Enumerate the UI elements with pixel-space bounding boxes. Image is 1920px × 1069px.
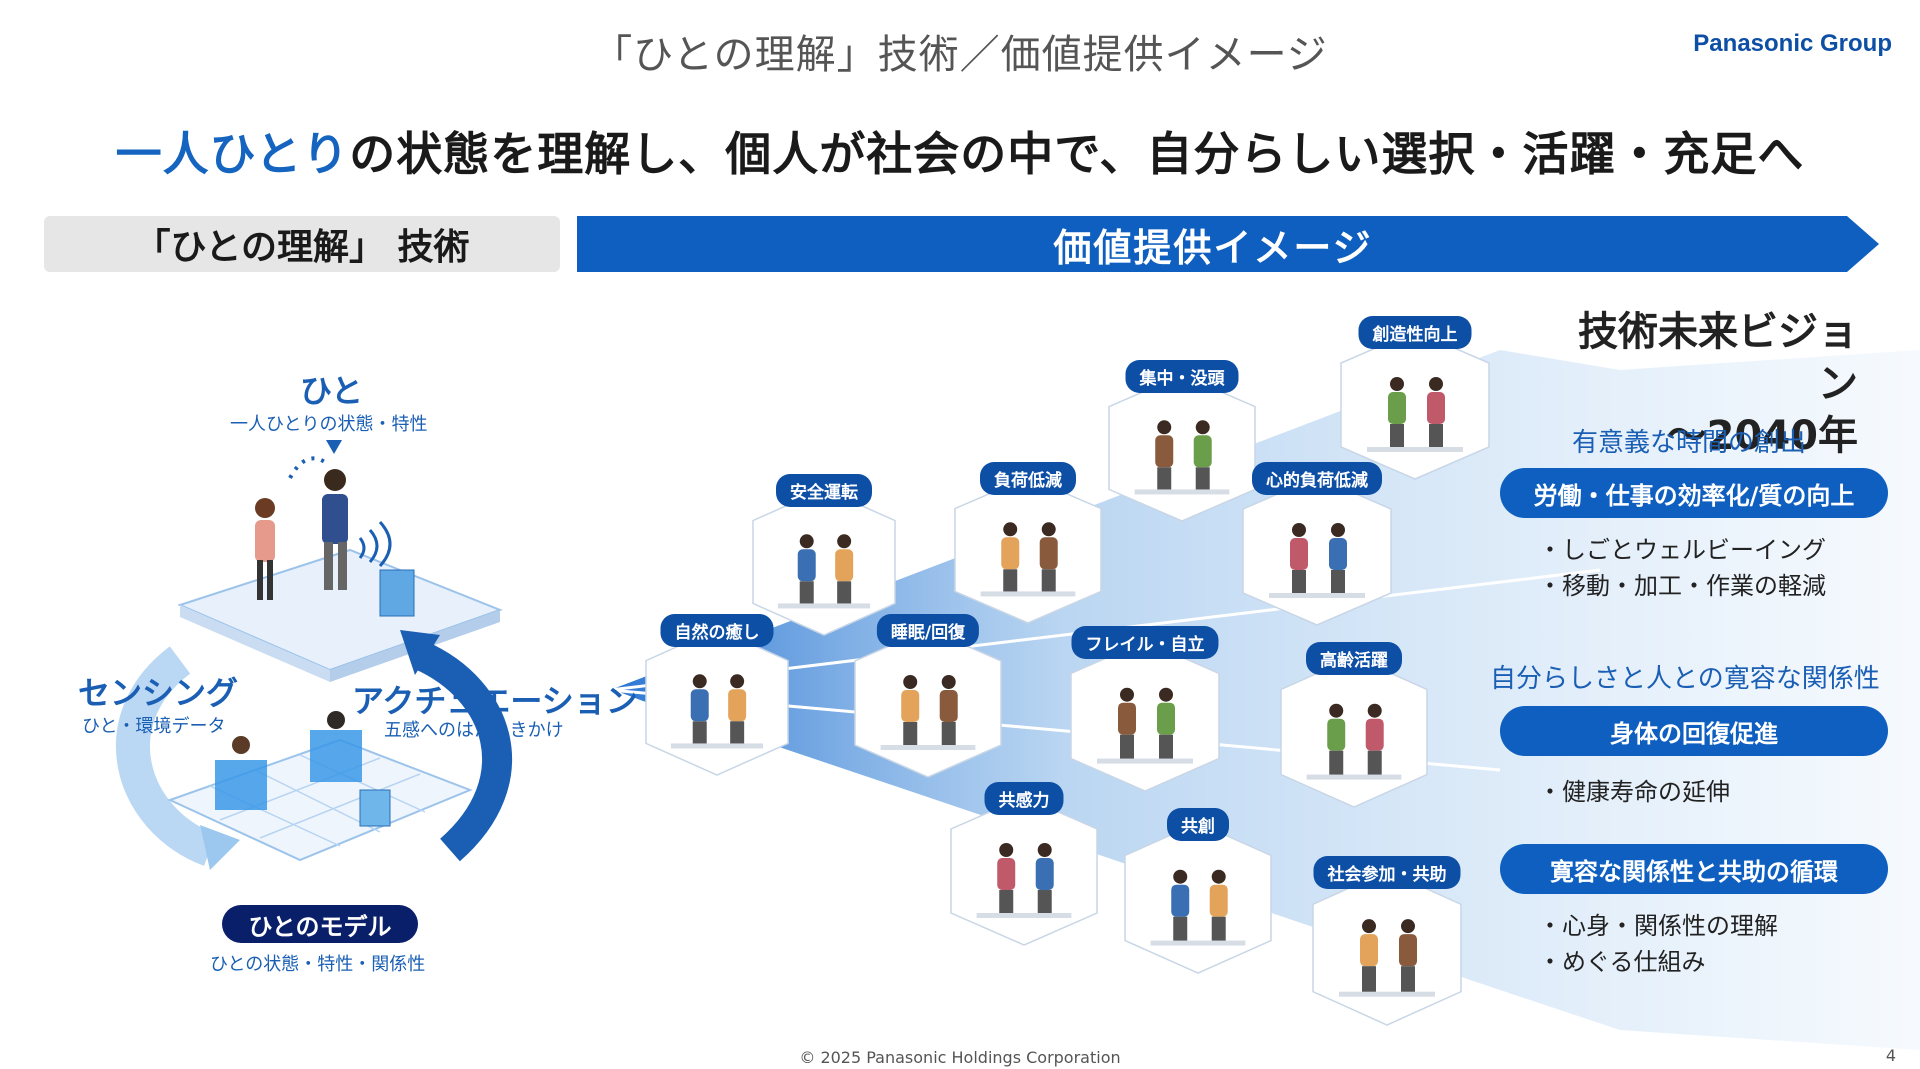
scene-card: 共創	[1124, 808, 1272, 974]
plants-music-icon	[645, 628, 789, 776]
sensing-subtitle: ひと・環境データ	[82, 716, 226, 737]
category-tolerant-relations: 自分らしさと人との寛容な関係性	[1490, 664, 1880, 694]
scene-card: 集中・没頭	[1108, 360, 1256, 522]
value-banner: 価値提供イメージ	[577, 216, 1879, 272]
scene-label: 共創	[1167, 808, 1229, 841]
scene-card: 高齢活躍	[1280, 642, 1428, 808]
vision-title-line2: ～2040年	[1666, 413, 1858, 459]
category-meaningful-time: 有意義な時間の創出	[1572, 428, 1807, 458]
scene-card: 負荷低減	[954, 462, 1102, 624]
hito-title: ひと	[300, 372, 364, 410]
page-number: 4	[1885, 1046, 1896, 1065]
desk-worker-icon	[1108, 374, 1256, 522]
scene-label: 安全運転	[776, 474, 872, 507]
scene-card: 共感力	[950, 782, 1098, 946]
arrow-banner-shape	[577, 216, 1879, 272]
walker-elderly-icon	[1070, 640, 1220, 792]
tech-banner: 「ひとの理解」 技術	[44, 216, 560, 272]
scene-card: 創造性向上	[1340, 316, 1490, 480]
model-person-a-icon	[215, 760, 267, 810]
scene-label: 社会参加・共助	[1313, 856, 1461, 889]
scene-card: 睡眠/回復	[854, 614, 1002, 778]
bullet-healthy-life: ・健康寿命の延伸	[1538, 778, 1730, 806]
scene-label: 創造性向上	[1358, 316, 1472, 349]
family-robot-icon	[950, 796, 1098, 946]
person-woman-icon	[255, 498, 275, 600]
hito-subtitle: 一人ひとりの状態・特性	[230, 414, 428, 435]
pill-mutual-aid: 寛容な関係性と共助の循環	[1500, 844, 1888, 894]
vision-title: 技術未来ビジョン ～2040年	[1548, 306, 1858, 462]
brand-logo: Panasonic Group	[1693, 30, 1892, 57]
actuation-title: アクチュエーション	[352, 682, 638, 720]
vision-title-line1: 技術未来ビジョン	[1578, 309, 1858, 407]
scene-card: 社会参加・共助	[1312, 856, 1462, 1026]
pill-body-recovery: 身体の回復促進	[1500, 706, 1888, 756]
office-worker-icon	[1242, 476, 1392, 626]
person-man-icon	[322, 469, 348, 590]
human-model-subtitle: ひとの状態・特性・関係性	[210, 954, 426, 975]
scene-label: 心的負荷低減	[1252, 462, 1382, 495]
community-help-icon	[1312, 870, 1462, 1026]
robot-worker-icon	[954, 476, 1102, 624]
model-person-b-icon	[310, 730, 362, 782]
human-understanding-cycle	[116, 456, 513, 870]
scene-card: フレイル・自立	[1070, 626, 1220, 792]
actuation-subtitle: 五感へのはたらきかけ	[384, 720, 564, 741]
wifi-icon	[358, 520, 392, 568]
scene-label: フレイル・自立	[1071, 626, 1219, 659]
headline-highlight: 一人ひとり	[115, 127, 350, 181]
headline-rest: の状態を理解し、個人が社会の中で、自分らしい選択・活躍・充足へ	[349, 127, 1805, 181]
car-driver-icon	[752, 488, 896, 636]
bed-sleep-icon	[854, 628, 1002, 778]
value-banner-label: 価値提供イメージ	[1053, 225, 1373, 270]
bullet-reduce-burden: ・移動・加工・作業の軽減	[1538, 572, 1826, 600]
scene-label: 高齢活躍	[1306, 642, 1402, 675]
down-arrow-icon	[326, 440, 342, 454]
scene-label: 負荷低減	[980, 462, 1076, 495]
group-table-icon	[1124, 822, 1272, 974]
model-box-icon	[359, 789, 391, 827]
sensing-title: センシング	[78, 674, 239, 712]
scene-card: 心的負荷低減	[1242, 462, 1392, 626]
human-model-pill: ひとのモデル	[222, 905, 418, 943]
scene-label: 共感力	[984, 782, 1064, 815]
headline: 一人ひとりの状態を理解し、個人が社会の中で、自分らしい選択・活躍・充足へ	[0, 118, 1920, 184]
bullet-circular-system: ・めぐる仕組み	[1538, 948, 1706, 976]
bullet-understanding: ・心身・関係性の理解	[1538, 912, 1778, 940]
bullet-work-wellbeing: ・しごとウェルビーイング	[1538, 536, 1826, 564]
sensor-box-icon	[379, 569, 415, 617]
elderly-worker-icon	[1280, 656, 1428, 808]
scene-card: 安全運転	[752, 474, 896, 636]
scene-label: 自然の癒し	[660, 614, 774, 647]
whiteboard-team-icon	[1340, 330, 1490, 480]
slide-title: 「ひとの理解」技術／価値提供イメージ	[592, 32, 1328, 78]
scene-label: 集中・没頭	[1125, 360, 1239, 393]
copyright: © 2025 Panasonic Holdings Corporation	[799, 1048, 1121, 1067]
scene-card: 自然の癒し	[645, 614, 789, 776]
pill-work-efficiency: 労働・仕事の効率化/質の向上	[1500, 468, 1888, 518]
scene-label: 睡眠/回復	[876, 614, 980, 647]
